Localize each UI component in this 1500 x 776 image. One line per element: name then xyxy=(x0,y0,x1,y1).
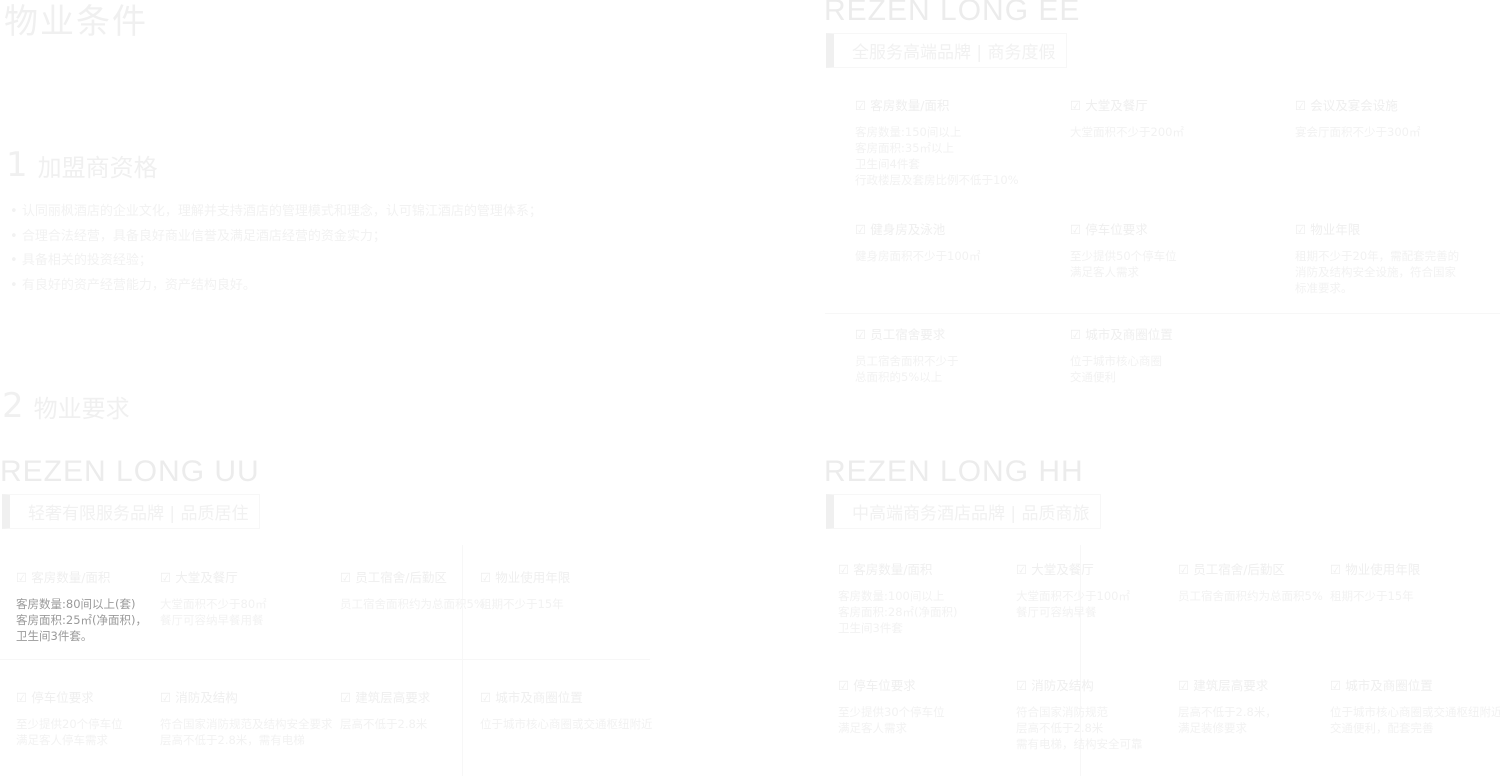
section-number: 2 xyxy=(2,386,24,426)
requirement-detail: 大堂面积不少于80㎡ 餐厅可容纳早餐用餐 xyxy=(160,597,267,627)
requirement-detail: 位于城市核心商圈或交通枢纽附近 xyxy=(480,717,653,731)
requirement-heading: 建筑层高要求 xyxy=(340,690,540,706)
requirement-detail: 符合国家消防规范及结构安全要求 层高不低于2.8米，需有电梯 xyxy=(160,717,333,747)
brand-title-ee: REZEN LONG EE xyxy=(824,0,1081,27)
requirement-heading: 城市及商圈位置 xyxy=(480,690,680,706)
requirement-heading: 消防及结构 xyxy=(160,690,360,706)
requirement-heading: 物业使用年限 xyxy=(480,570,680,586)
list-item: 具备相关的投资经验； xyxy=(10,249,610,274)
requirement-detail: 员工宿舍面积约为总面积5% xyxy=(1178,589,1323,603)
requirement-detail: 客房数量:100间以上 客房面积:28㎡(净面积) 卫生间3件套 xyxy=(838,589,958,635)
requirement-heading: 物业使用年限 xyxy=(1330,562,1500,578)
divider xyxy=(0,659,650,660)
page-title: 物业条件 xyxy=(4,2,148,42)
requirement-heading: 大堂及餐厅 xyxy=(160,570,360,586)
list-item: 合理合法经营，具备良好商业信誉及满足酒店经营的资金实力； xyxy=(10,225,610,250)
requirement-detail: 至少提供50个停车位 满足客人需求 xyxy=(1070,249,1177,279)
requirement-heading: 物业年限 xyxy=(1295,222,1495,238)
requirement-heading: 客房数量/面积 xyxy=(838,562,1038,578)
list-item: 认同丽枫酒店的企业文化，理解并支持酒店的管理模式和理念，认可锦江酒店的管理体系； xyxy=(10,200,610,225)
requirement-detail: 客房数量:150间以上 客房面积:35㎡以上 卫生间4件套 行政楼层及套房比例不… xyxy=(855,125,1019,187)
requirement-heading: 客房数量/面积 xyxy=(16,570,216,586)
requirement-detail: 宴会厅面积不少于300㎡ xyxy=(1295,125,1421,139)
requirement-detail: 至少提供20个停车位 满足客人停车需求 xyxy=(16,717,123,747)
section-label: 物业要求 xyxy=(33,395,130,423)
section-number: 1 xyxy=(6,145,28,185)
brand-tagline-hh: 中高端商务酒店品牌 | 品质商旅 xyxy=(826,494,1101,529)
requirement-heading: 员工宿舍/后勤区 xyxy=(340,570,540,586)
section-label: 加盟商资格 xyxy=(37,154,158,182)
requirement-detail: 大堂面积不少于200㎡ xyxy=(1070,125,1184,139)
requirement-detail: 位于城市核心商圈 交通便利 xyxy=(1070,354,1162,384)
requirement-detail: 客房数量:80间以上(套) 客房面积:25㎡(净面积)， 卫生间3件套。 xyxy=(16,597,147,643)
requirement-detail: 符合国家消防规范 层高不低于2.8米 需有电梯，结构安全可靠 xyxy=(1016,705,1143,751)
brand-tagline-ee: 全服务高端品牌 | 商务度假 xyxy=(826,33,1067,68)
requirement-heading: 消防及结构 xyxy=(1016,678,1216,694)
requirement-detail: 至少提供30个停车位 满足客人需求 xyxy=(838,705,945,735)
requirement-detail: 位于城市核心商圈或交通枢纽附近 交通便利，配套完善 xyxy=(1330,705,1500,735)
brand-title-uu: REZEN LONG UU xyxy=(0,455,260,488)
requirement-heading: 员工宿舍要求 xyxy=(855,327,1055,343)
requirement-detail: 员工宿舍面积不少于 总面积的5%以上 xyxy=(855,354,959,384)
franchisee-requirements-list: 认同丽枫酒店的企业文化，理解并支持酒店的管理模式和理念，认可锦江酒店的管理体系；… xyxy=(10,200,610,298)
requirement-heading: 会议及宴会设施 xyxy=(1295,98,1495,114)
requirement-detail: 健身房面积不少于100㎡ xyxy=(855,249,981,263)
requirement-detail: 租期不少于15年 xyxy=(1330,589,1414,603)
requirement-detail: 层高不低于2.8米， 满足装修要求 xyxy=(1178,705,1277,735)
section-heading-property: 2 物业要求 xyxy=(2,386,130,426)
requirement-heading: 员工宿舍/后勤区 xyxy=(1178,562,1378,578)
section-heading-franchisee: 1 加盟商资格 xyxy=(6,145,158,185)
requirement-heading: 停车位要求 xyxy=(838,678,1038,694)
requirement-heading: 城市及商圈位置 xyxy=(1330,678,1500,694)
brand-title-hh: REZEN LONG HH xyxy=(824,455,1084,488)
requirement-heading: 停车位要求 xyxy=(1070,222,1270,238)
requirement-heading: 停车位要求 xyxy=(16,690,216,706)
requirement-heading: 城市及商圈位置 xyxy=(1070,327,1270,343)
requirement-detail: 租期不少于15年 xyxy=(480,597,564,611)
requirement-heading: 大堂及餐厅 xyxy=(1070,98,1270,114)
divider xyxy=(1080,545,1081,776)
requirement-heading: 建筑层高要求 xyxy=(1178,678,1378,694)
requirement-detail: 大堂面积不少于100㎡ 餐厅可容纳早餐 xyxy=(1016,589,1130,619)
requirement-heading: 客房数量/面积 xyxy=(855,98,1055,114)
requirement-detail: 租期不少于20年，需配套完善的 消防及结构安全设施，符合国家 标准要求。 xyxy=(1295,249,1460,295)
requirement-detail: 层高不低于2.8米 xyxy=(340,717,428,731)
list-item: 有良好的资产经营能力，资产结构良好。 xyxy=(10,274,610,299)
requirement-detail: 员工宿舍面积约为总面积5% xyxy=(340,597,485,611)
brand-tagline-uu: 轻奢有限服务品牌 | 品质居住 xyxy=(2,494,260,529)
divider xyxy=(825,313,1500,314)
requirement-heading: 健身房及泳池 xyxy=(855,222,1055,238)
divider xyxy=(462,545,463,776)
requirement-heading: 大堂及餐厅 xyxy=(1016,562,1216,578)
